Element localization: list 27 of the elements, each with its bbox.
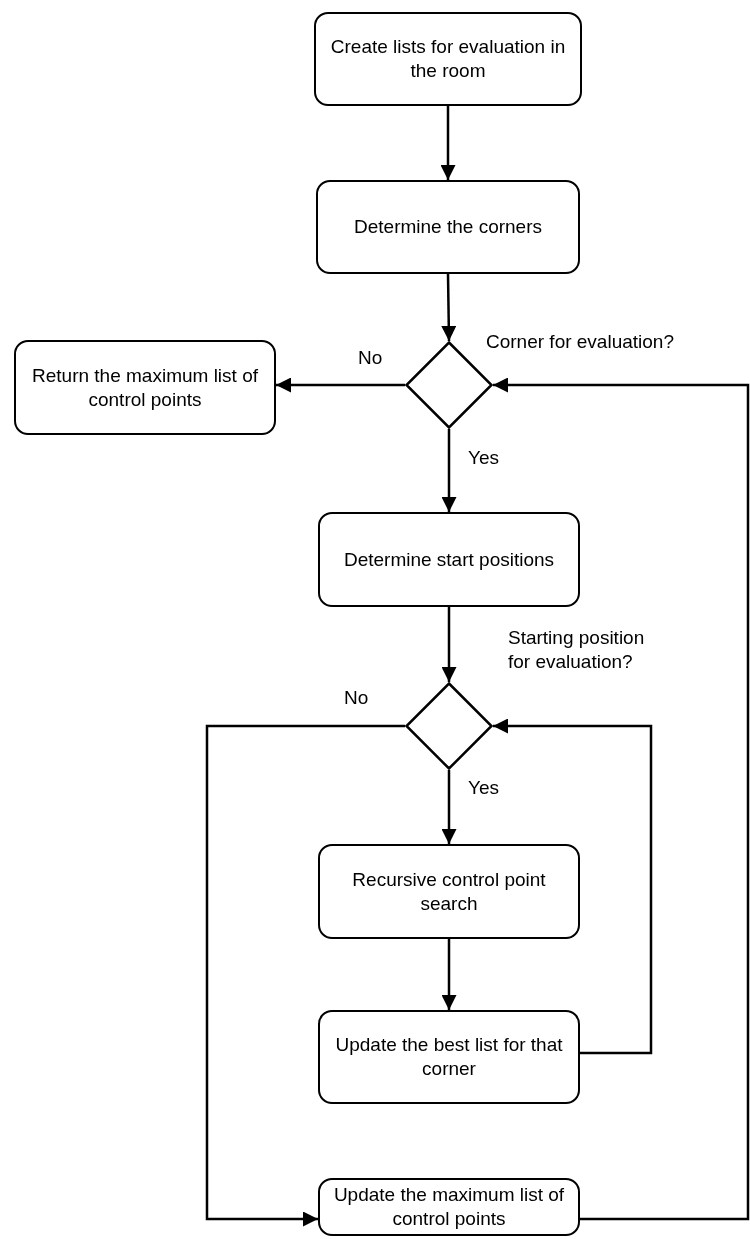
box-text: Update the best list for that corner	[334, 1033, 564, 1081]
box-text: Update the maximum list of control points	[332, 1183, 566, 1231]
process-box	[316, 180, 580, 274]
arrow	[276, 377, 405, 393]
process-box	[318, 1010, 580, 1104]
box-text: Determine start positions	[343, 547, 555, 572]
box-text: Recursive control point search	[351, 867, 547, 916]
arrow	[441, 607, 457, 682]
decision-diamond	[405, 682, 493, 770]
process-box	[318, 844, 580, 939]
arrow	[205, 724, 405, 1227]
arrow	[441, 770, 457, 844]
process-box	[318, 512, 580, 607]
arrow	[440, 106, 456, 180]
arrow	[493, 377, 750, 1221]
condition-label: Corner for evaluation?	[486, 330, 675, 354]
box-text: Determine the corners	[354, 215, 542, 239]
process-box	[318, 1178, 580, 1236]
box-text: Return the maximum list of control points	[31, 363, 259, 412]
arrow	[441, 429, 457, 512]
box-text: Create lists for evaluation in the room	[329, 35, 567, 83]
arrow	[441, 274, 457, 341]
process-box	[14, 340, 276, 435]
condition-label: Starting position for evaluation?	[508, 626, 646, 674]
arrow	[441, 939, 457, 1010]
arrow	[493, 718, 653, 1055]
process-box	[314, 12, 582, 106]
